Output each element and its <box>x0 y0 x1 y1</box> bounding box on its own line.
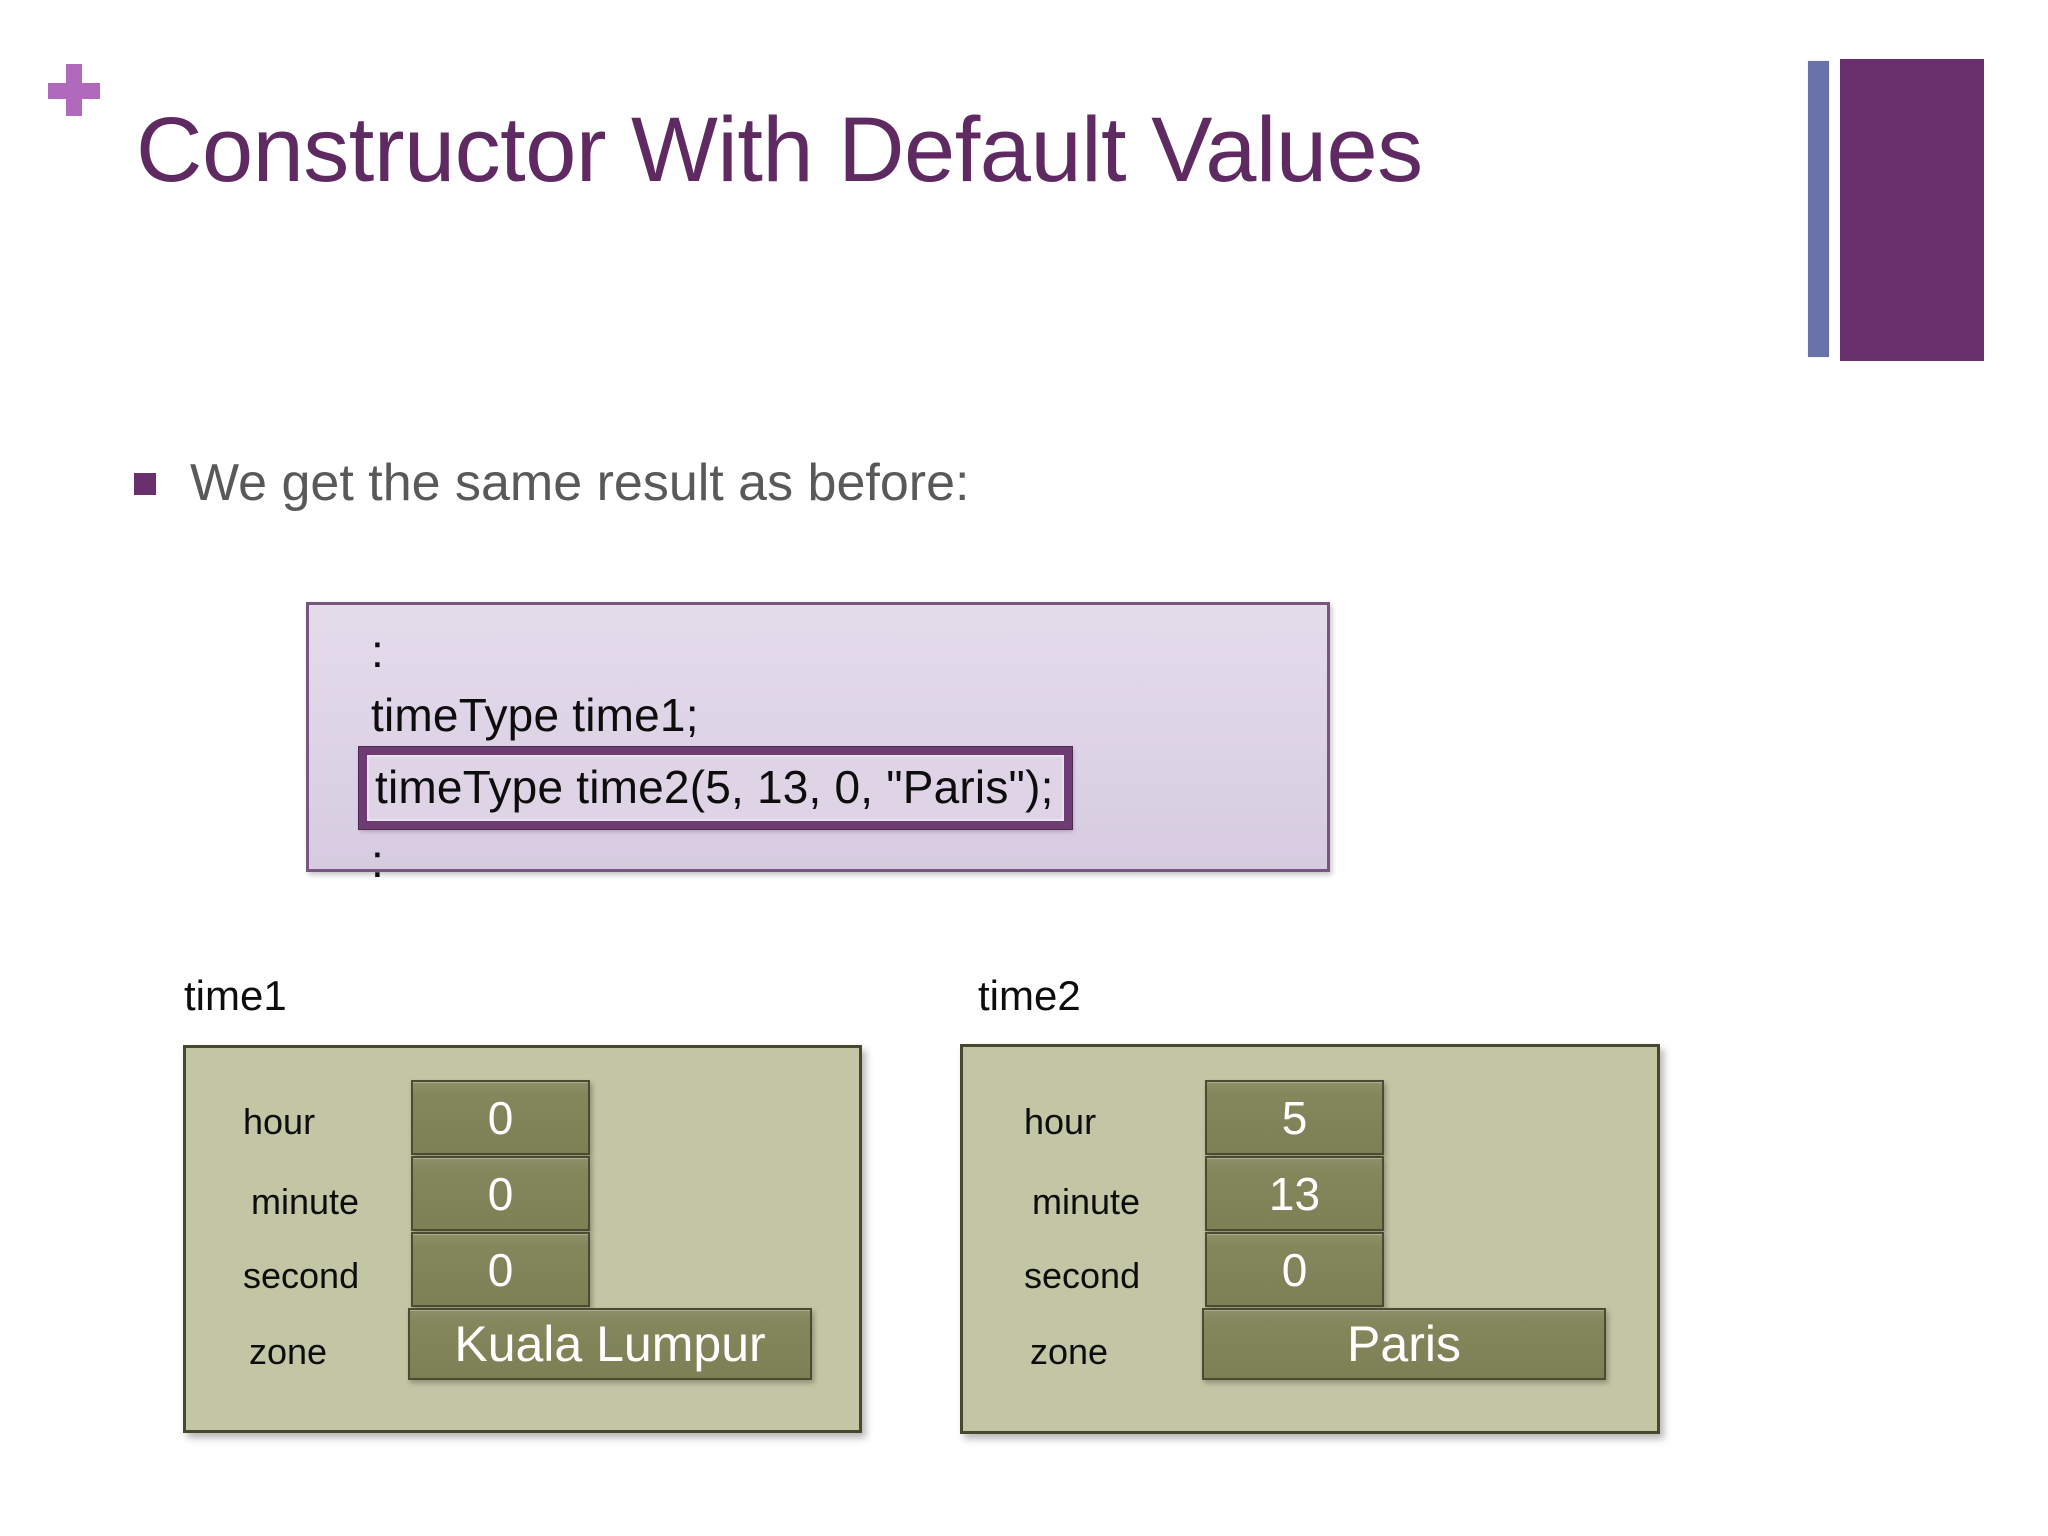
object-label-time1: time1 <box>184 972 287 1019</box>
field-label-time1-zone: zone <box>249 1331 328 1372</box>
code-line-3-highlighted: timeType time2(5, 13, 0, "Paris"); <box>358 746 1073 830</box>
field-label-time2-minute: minute <box>1032 1181 1141 1222</box>
field-label-time2-zone: zone <box>1030 1331 1109 1372</box>
value-cell-time2-minute: 13 <box>1205 1156 1384 1231</box>
decoration-purple-block <box>1840 59 1984 361</box>
decoration-thin-bar <box>1808 61 1829 357</box>
value-cell-time2-hour: 5 <box>1205 1080 1384 1155</box>
page-title: Constructor With Default Values <box>136 99 1423 201</box>
code-lines: : timeType time1; timeType time2(5, 13, … <box>358 619 1309 893</box>
code-line-1: : <box>371 625 384 677</box>
value-cell-time2-zone: Paris <box>1202 1308 1606 1380</box>
value-cell-time1-minute: 0 <box>411 1156 590 1231</box>
value-cell-time2-second: 0 <box>1205 1232 1384 1307</box>
field-label-time2-hour: hour <box>1024 1101 1097 1142</box>
plus-icon <box>48 64 100 116</box>
code-line-2: timeType time1; <box>371 689 699 741</box>
bullet-row: We get the same result as before: <box>134 454 970 512</box>
field-label-time2-second: second <box>1024 1255 1141 1296</box>
bullet-text: We get the same result as before: <box>190 454 970 512</box>
value-cell-time1-zone: Kuala Lumpur <box>408 1308 812 1380</box>
field-label-time1-hour: hour <box>243 1101 316 1142</box>
code-line-4: : <box>371 835 384 887</box>
field-label-time1-minute: minute <box>251 1181 360 1222</box>
square-bullet-icon <box>134 472 156 495</box>
code-block: : timeType time1; timeType time2(5, 13, … <box>306 602 1330 887</box>
value-cell-time1-hour: 0 <box>411 1080 590 1155</box>
plus-icon-vertical-bar <box>66 64 82 116</box>
object-label-time2: time2 <box>978 972 1081 1019</box>
value-cell-time1-second: 0 <box>411 1232 590 1307</box>
field-label-time1-second: second <box>243 1255 360 1296</box>
